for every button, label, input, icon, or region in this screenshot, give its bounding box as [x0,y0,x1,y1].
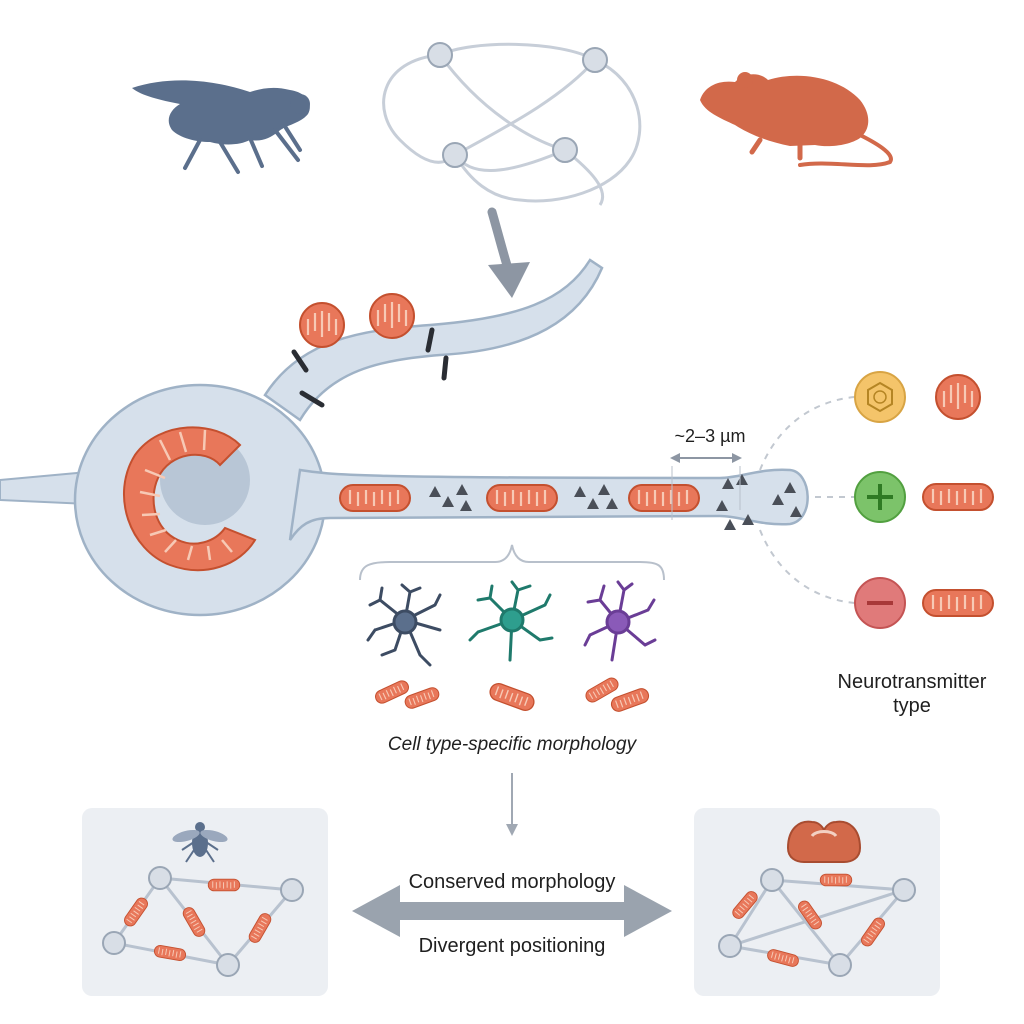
neuron-icon [583,580,657,662]
fly-icon [132,80,310,174]
cell-type-caption: Cell type-specific morphology [388,734,638,755]
mitochondrion [921,482,995,512]
fly-icon [172,822,228,863]
mitochondrion-round [934,373,982,421]
conserved-label: Conserved morphology [409,871,616,893]
divergent-label: Divergent positioning [419,935,606,957]
grouping-brace [359,544,665,581]
plus-icon [854,471,906,523]
brain-section-icon [786,820,862,863]
mouse-connectome-panel [694,808,940,996]
cell-type-mitochondria [372,675,652,714]
flow-arrow-down-icon [487,207,530,298]
small-arrow-down-icon [506,773,518,836]
minus-icon [854,577,906,629]
neurotransmitter-label-line2: type [893,695,931,717]
scale-bar: ~2–3 µm [670,426,745,520]
neuron-diagram [0,258,809,617]
mouse-icon [700,72,893,168]
astrocyte-icon [366,583,442,667]
fly-connectome-panel [82,808,328,996]
nt-connectors [759,396,856,604]
mitochondrion [921,588,995,618]
neurotransmitter-label-line1: Neurotransmitter [838,671,987,693]
benzene-ring-icon [854,371,906,423]
connectome-network-icon [382,42,642,206]
microglia-icon [468,580,554,662]
double-arrow-icon [352,885,672,937]
scale-label: ~2–3 µm [675,426,746,446]
